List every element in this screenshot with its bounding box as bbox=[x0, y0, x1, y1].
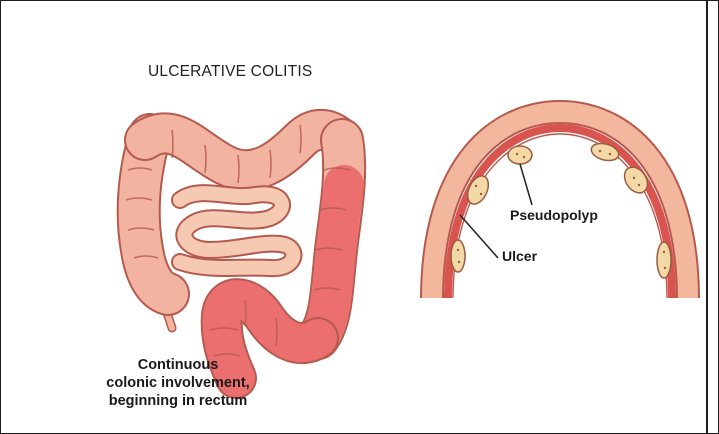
pseudopolyp-leader bbox=[520, 164, 532, 205]
caption-line-1: Continuous bbox=[78, 356, 278, 374]
colon-wall-cross-section bbox=[432, 112, 688, 300]
ulcer-leader bbox=[460, 215, 498, 258]
small-intestine bbox=[180, 193, 293, 268]
caption-line-2: colonic involvement, bbox=[78, 374, 278, 392]
colon-illustration bbox=[126, 125, 350, 378]
pseudopolyp-label: Pseudopolyp bbox=[510, 207, 598, 223]
caption-line-3: beginning in rectum bbox=[78, 392, 278, 410]
diagram-caption: Continuous colonic involvement, beginnin… bbox=[78, 356, 278, 410]
ulcer-label: Ulcer bbox=[502, 248, 537, 264]
